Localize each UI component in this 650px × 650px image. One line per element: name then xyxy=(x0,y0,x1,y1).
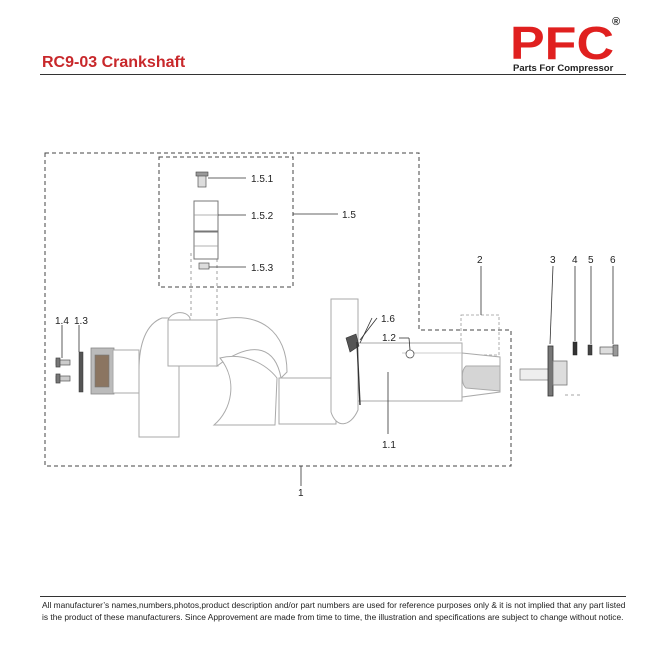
end-parts xyxy=(519,341,619,397)
assembly-1-5-parts xyxy=(193,171,219,270)
callout-2: 2 xyxy=(477,255,483,266)
keyway xyxy=(461,365,501,392)
footer-line-1: All manufacturer’s names,numbers,photos,… xyxy=(42,600,626,610)
callout-1-5: 1.5 xyxy=(342,210,356,221)
main-shaft xyxy=(357,342,463,402)
footer-disclaimer: All manufacturer’s names,numbers,photos,… xyxy=(42,600,632,623)
part-5-lockwasher xyxy=(587,344,593,356)
part-3-pulley-hub xyxy=(552,360,568,386)
callout-3: 3 xyxy=(550,255,556,266)
callout-1-5-2: 1.5.2 xyxy=(251,211,274,222)
crank-pin xyxy=(167,319,219,367)
callout-1-6: 1.6 xyxy=(381,314,395,325)
callout-5: 5 xyxy=(588,255,594,266)
callout-1-1: 1.1 xyxy=(382,440,396,451)
part-6-bolt-head xyxy=(612,344,619,357)
callout-4: 4 xyxy=(572,255,578,266)
callout-1-2: 1.2 xyxy=(382,333,396,344)
header-divider xyxy=(40,74,626,75)
part-1-3-washer xyxy=(78,351,84,393)
main-journal xyxy=(278,377,337,425)
brand-tagline: Parts For Compressor xyxy=(513,63,614,74)
brand-logo-text: PFC xyxy=(510,17,614,69)
part-3-pulley-shaft xyxy=(519,368,551,381)
part-1-5-2-bearing-upper xyxy=(193,200,219,232)
part-1-6-clip xyxy=(356,341,361,406)
crank-web-rear xyxy=(330,298,359,425)
callout-1-3: 1.3 xyxy=(74,316,88,327)
part-1-5-2-bearing-lower xyxy=(193,231,219,260)
registered-mark: ® xyxy=(612,16,620,28)
pfc-logo: PFC ® xyxy=(510,16,620,69)
part-1-6-pin xyxy=(345,333,360,353)
part-1-4-bolt-lower-head xyxy=(55,373,61,384)
crank-web-rear-curve xyxy=(212,355,278,426)
part-1-5-3-nut xyxy=(198,262,210,270)
assembly-1-boundary xyxy=(44,152,512,467)
part-2-key-outline xyxy=(460,314,500,356)
part-4-washer xyxy=(572,341,578,356)
footer-line-2: is the product of these manufacturers. S… xyxy=(42,611,624,622)
part-1-5-1-screw-head xyxy=(195,171,209,177)
flange-hub xyxy=(112,349,140,394)
assembly-1-5-boundary xyxy=(158,156,294,288)
leader-lines xyxy=(61,177,614,486)
part-1-4-bolt-upper-head xyxy=(55,357,61,368)
callout-1-4: 1.4 xyxy=(55,316,69,327)
callout-6: 6 xyxy=(610,255,616,266)
callout-1: 1 xyxy=(298,488,304,499)
flange-detail xyxy=(55,347,140,395)
part-3-pulley-flange xyxy=(547,345,554,397)
part-1-2-pin xyxy=(405,349,415,359)
flange-ring-inner xyxy=(94,354,110,388)
callout-1-5-1: 1.5.1 xyxy=(251,174,274,185)
page-title: RC9-03 Crankshaft xyxy=(42,54,186,71)
part-1-5-1-screw xyxy=(197,174,207,188)
callout-1-5-3: 1.5.3 xyxy=(251,263,274,274)
footer-divider xyxy=(40,596,626,597)
part-6-bolt xyxy=(599,346,615,355)
crankshaft-drawing xyxy=(138,298,501,438)
